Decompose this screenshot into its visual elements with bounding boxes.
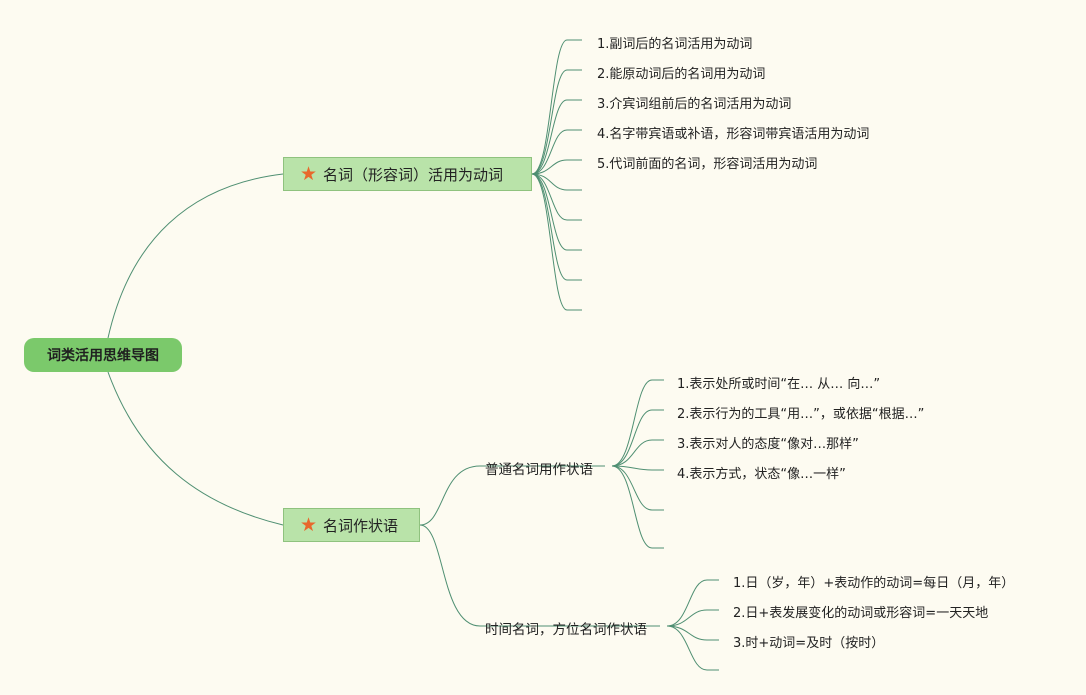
topic1-branch xyxy=(531,159,568,175)
sub2-branch xyxy=(666,579,708,627)
subtopic-common-noun[interactable]: 普通名词用作状语 xyxy=(485,462,593,478)
leaf-item[interactable]: 2.表示行为的工具“用…”，或依据“根据…” xyxy=(677,407,925,422)
root-to-topic1-line xyxy=(107,173,284,339)
topic-verb-usage[interactable]: ★ 名词（形容词）活用为动词 xyxy=(283,157,532,191)
topic2-to-sub1-line xyxy=(419,465,481,526)
leaf-item[interactable]: 1.副词后的名词活用为动词 xyxy=(597,37,753,52)
star-icon: ★ xyxy=(300,513,318,536)
sub1-branch xyxy=(611,379,653,467)
topic1-branch xyxy=(531,173,568,311)
sub1-branch xyxy=(611,439,653,467)
sub2-branch xyxy=(666,625,708,671)
topic-adverbial[interactable]: ★ 名词作状语 xyxy=(283,508,420,542)
sub1-branch xyxy=(611,465,653,511)
leaf-item[interactable]: 1.表示处所或时间“在… 从… 向…” xyxy=(677,377,881,392)
leaf-item[interactable]: 3.介宾词组前后的名词活用为动词 xyxy=(597,97,792,112)
topic1-branch xyxy=(531,173,568,281)
sub2-branch xyxy=(666,625,708,641)
leaf-item[interactable]: 2.能原动词后的名词用为动词 xyxy=(597,67,766,82)
topic1-branch xyxy=(531,99,568,175)
sub2-branch xyxy=(666,609,708,627)
leaf-item[interactable]: 2.日+表发展变化的动词或形容词=一天天地 xyxy=(733,606,989,621)
leaf-item[interactable]: 5.代词前面的名词，形容词活用为动词 xyxy=(597,157,818,172)
sub1-branch xyxy=(611,465,653,471)
sub1-branch xyxy=(611,465,653,549)
leaf-item[interactable]: 3.表示对人的态度“像对…那样” xyxy=(677,437,859,452)
root-node[interactable]: 词类活用思维导图 xyxy=(24,338,182,372)
topic1-branch xyxy=(531,39,568,175)
sub1-branch xyxy=(611,409,653,467)
topic1-branch xyxy=(531,69,568,175)
leaf-item[interactable]: 4.表示方式，状态“像…一样” xyxy=(677,467,846,482)
topic-label: 名词（形容词）活用为动词 xyxy=(323,165,504,184)
root-label: 词类活用思维导图 xyxy=(47,348,159,364)
topic2-to-sub2-line xyxy=(419,524,481,627)
leaf-item[interactable]: 4.名字带宾语或补语，形容词带宾语活用为动词 xyxy=(597,127,870,142)
leaf-item[interactable]: 1.日（岁，年）+表动作的动词=每日（月，年） xyxy=(733,576,1015,591)
subtopic-time-direction-noun[interactable]: 时间名词，方位名词作状语 xyxy=(485,622,647,638)
topic1-branch xyxy=(531,129,568,175)
root-to-topic2-line xyxy=(107,371,284,526)
star-icon: ★ xyxy=(300,162,318,185)
topic1-branch xyxy=(531,173,568,251)
topic-label: 名词作状语 xyxy=(323,516,399,535)
leaf-item[interactable]: 3.时+动词=及时（按时） xyxy=(733,636,885,651)
